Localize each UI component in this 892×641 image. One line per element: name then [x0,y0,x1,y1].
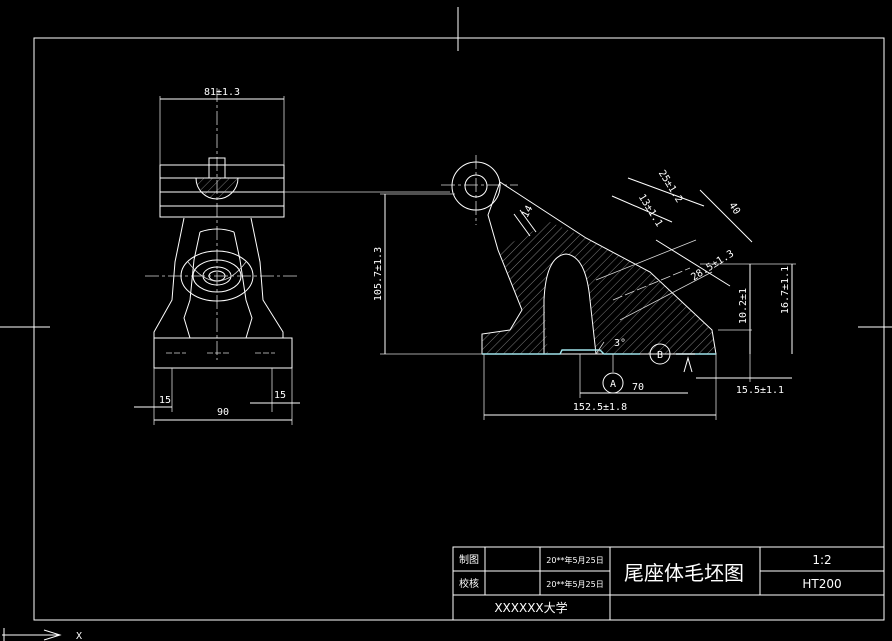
dim-bottom-width: 90 [217,407,229,418]
checked-label: 校核 [459,577,479,590]
side-inner-cavity [543,253,597,355]
front-top-body [159,164,285,218]
dim-d1: 25±1.2 [656,168,684,204]
side-section-hatch [482,222,716,354]
ucs-icon: X [2,628,82,641]
dim-d3: 40 [726,201,742,217]
side-base-edge [482,349,640,355]
dim-top-width: 81±1.3 [204,87,240,98]
title-block: 制图 校核 20**年5月25日 20**年5月25日 尾座体毛坯图 1:2 H… [452,546,885,621]
side-top-boss [451,161,501,211]
datum-b-circle [649,343,671,365]
side-view: 105.7±1.3 152.5±1.8 70 A B 3° 14 25±1.2 … [373,155,796,420]
checked-date: 20**年5月25日 [546,579,603,589]
dim-left-foot: 15 [159,395,171,406]
dim-right-foot: 15 [274,390,286,401]
drawing-material: HT200 [802,577,841,591]
ucs-x-label: X [76,631,82,641]
dim-d7: 15.5±1.1 [736,385,784,396]
drawing-title: 尾座体毛坯图 [624,561,744,585]
front-boss-outer [180,250,254,302]
dim-d6: 16.7±1.1 [780,266,791,314]
dim-base-offset: 70 [632,382,644,393]
datum-a: A [610,379,616,390]
front-key-slot [208,157,226,179]
dim-total-length: 152.5±1.8 [573,402,627,413]
datum-a-circle [602,372,624,394]
drawing-scale: 1:2 [812,553,831,567]
dim-height: 105.7±1.3 [373,247,384,301]
side-top-hole [464,174,488,198]
dim-d2: 13±1.1 [636,192,664,228]
dim-angle: 3° [614,338,626,349]
front-right-leg [233,217,284,339]
drawn-date: 20**年5月25日 [546,555,603,565]
dim-d5: 10.2±1 [738,288,749,324]
dim-rib: 14 [520,204,535,220]
sheet-frame [0,7,892,621]
front-boss-mid [192,259,242,293]
front-view: 81±1.3 90 15 15 [134,87,450,425]
front-boss-inner [202,266,232,286]
school-name: XXXXXX大学 [494,600,567,615]
dim-d4: 28.5±1.3 [689,248,736,283]
datum-b: B [657,350,663,361]
drawn-label: 制图 [459,553,479,566]
drawing-border [33,37,885,621]
front-base [153,337,293,369]
